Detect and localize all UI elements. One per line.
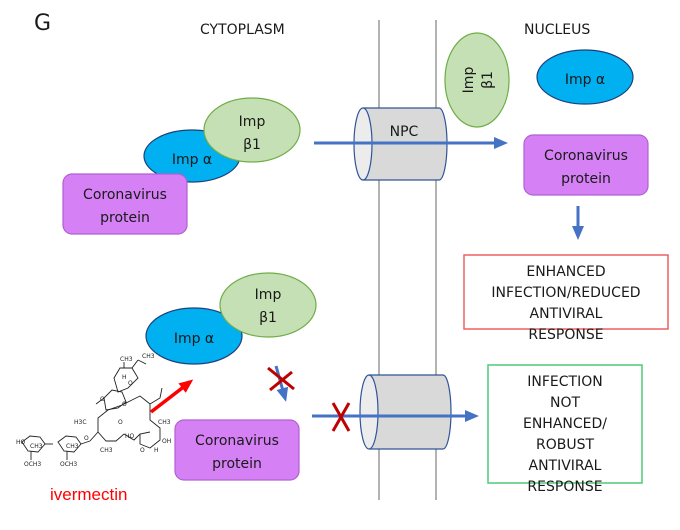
- npc-label: NPC: [390, 124, 419, 140]
- enhanced-line-3: ANTIVIRAL: [530, 306, 603, 322]
- not-enhanced-line-2: NOT: [550, 395, 580, 411]
- ivermectin-structure: [21, 359, 163, 460]
- not-enhanced-line-4: ROBUST: [536, 437, 594, 453]
- bottom-coronavirus-line2: protein: [212, 456, 262, 472]
- svg-text:OCH3: OCH3: [60, 461, 77, 468]
- imp-alpha-label: Imp α: [172, 152, 212, 168]
- not-enhanced-line-5: ANTIVIRAL: [529, 458, 602, 474]
- imp-beta1-label-line1: Imp: [239, 114, 266, 130]
- nucleus-coronavirus-line2: protein: [561, 171, 611, 187]
- bottom-coronavirus-protein: Coronavirus protein: [174, 419, 300, 481]
- svg-text:HO: HO: [125, 433, 135, 440]
- nucleus-imp-alpha: Imp α: [536, 49, 634, 105]
- svg-text:H3C: H3C: [74, 419, 87, 426]
- svg-text:O: O: [140, 447, 145, 454]
- bottom-imp-beta1: Imp β1: [219, 272, 317, 338]
- not-enhanced-line-1: INFECTION: [527, 374, 602, 390]
- svg-text:O: O: [118, 419, 123, 426]
- bottom-imp-beta1-line2: β1: [259, 310, 277, 326]
- nucleus-label: NUCLEUS: [524, 22, 590, 38]
- svg-text:O: O: [122, 401, 127, 408]
- not-enhanced-line-3: ENHANCED/: [523, 416, 607, 432]
- enhanced-line-2: INFECTION/REDUCED: [491, 285, 640, 301]
- top-imp-beta1: Imp β1: [203, 97, 301, 163]
- bottom-imp-alpha: Imp α: [145, 307, 243, 365]
- bottom-npc-channel: [359, 374, 452, 450]
- import-blocked-x-icon: [331, 402, 351, 432]
- nucleus-coronavirus-line1: Coronavirus: [544, 148, 628, 164]
- bottom-imp-alpha-label: Imp α: [174, 331, 214, 347]
- panel-label: G: [34, 11, 51, 36]
- enhanced-line-4: RESPONSE: [528, 327, 603, 343]
- svg-text:H: H: [122, 374, 127, 381]
- svg-text:O: O: [84, 435, 89, 442]
- svg-text:CH3: CH3: [30, 443, 43, 450]
- coronavirus-label-line1: Coronavirus: [83, 187, 167, 203]
- svg-text:CH3: CH3: [66, 443, 79, 450]
- svg-text:CH3: CH3: [158, 419, 171, 426]
- svg-text:O: O: [128, 380, 133, 387]
- enhanced-infection-box: ENHANCED INFECTION/REDUCED ANTIVIRAL RES…: [463, 254, 669, 343]
- svg-text:CH3: CH3: [100, 447, 113, 454]
- svg-text:O: O: [100, 396, 105, 403]
- bottom-coronavirus-line1: Coronavirus: [195, 433, 279, 449]
- coronavirus-label-line2: protein: [100, 210, 150, 226]
- bottom-imp-beta1-line1: Imp: [255, 287, 282, 303]
- svg-text:CH3: CH3: [142, 353, 155, 360]
- top-coronavirus-protein: Coronavirus protein: [62, 173, 188, 235]
- svg-text:H: H: [154, 447, 159, 454]
- nucleus-imp-beta1: Imp β1: [444, 32, 510, 128]
- svg-text:OCH3: OCH3: [24, 461, 41, 468]
- nucleus-imp-beta1-line1: Imp: [461, 67, 477, 94]
- ivermectin-atom-labels: CH3 CH3 H O O O H3C O HO CH3 OH HO CH3 C…: [16, 353, 171, 468]
- cytoplasm-label: CYTOPLASM: [200, 22, 285, 38]
- not-enhanced-box: INFECTION NOT ENHANCED/ ROBUST ANTIVIRAL…: [487, 364, 643, 495]
- ivermectin-label: ivermectin: [50, 485, 127, 504]
- ivermectin-binding-arrow: [149, 379, 194, 414]
- not-enhanced-line-6: RESPONSE: [527, 479, 602, 495]
- nucleus-coronavirus-protein: Coronavirus protein: [523, 134, 649, 196]
- imp-beta1-label-line2: β1: [243, 137, 261, 153]
- binding-blocked-x-icon: [267, 366, 295, 392]
- enhanced-line-1: ENHANCED: [526, 264, 605, 280]
- nucleus-imp-beta1-line2: β1: [480, 71, 496, 89]
- svg-text:OH: OH: [162, 438, 171, 445]
- svg-text:HO: HO: [16, 439, 26, 446]
- nucleus-imp-alpha-label: Imp α: [565, 72, 605, 88]
- svg-text:CH3: CH3: [120, 356, 133, 363]
